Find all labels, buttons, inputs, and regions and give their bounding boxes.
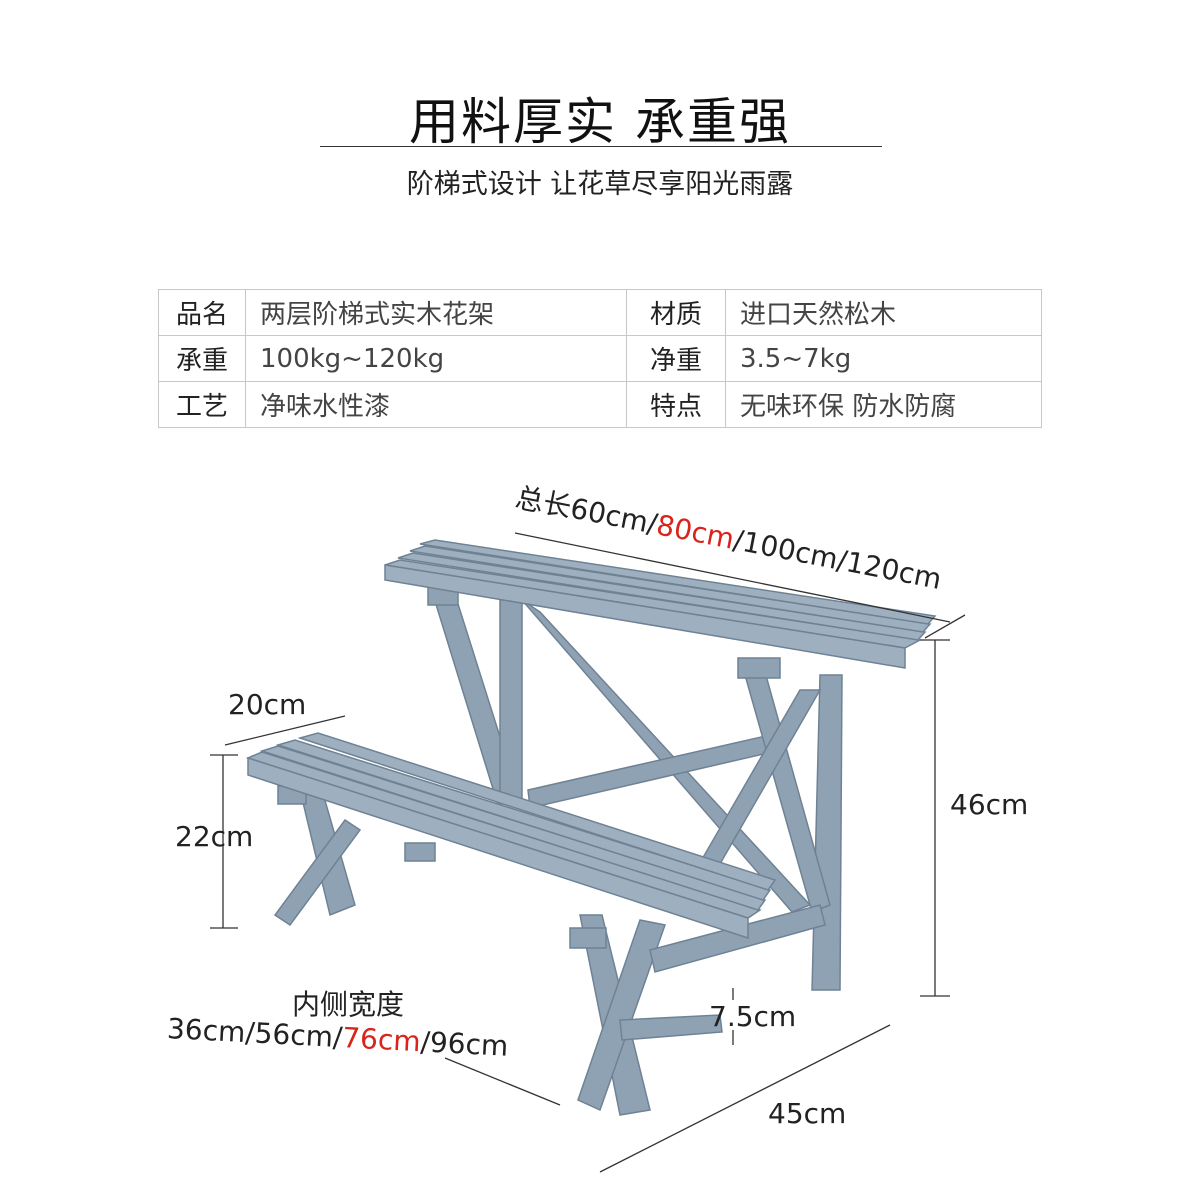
- slat: [419, 539, 937, 625]
- spec-key: 特点: [626, 381, 726, 428]
- dimension-lines: [210, 532, 966, 1173]
- block: [569, 927, 607, 949]
- title-divider: [320, 146, 882, 147]
- inner-width-title: 内侧宽度: [292, 988, 405, 1021]
- block: [737, 657, 781, 679]
- spec-row: 工艺 净味水性漆 特点 无味环保 防水防腐: [158, 381, 1042, 428]
- spec-row: 承重 100kg~120kg 净重 3.5~7kg: [158, 335, 1042, 382]
- inner-suffix: /96cm: [419, 1025, 510, 1063]
- spec-key: 净重: [626, 335, 726, 382]
- block: [404, 842, 436, 862]
- page-subtitle: 阶梯式设计 让花草尽享阳光雨露: [406, 169, 794, 200]
- slat: [259, 745, 767, 911]
- spec-value: 100kg~120kg: [245, 335, 627, 382]
- slat: [297, 732, 777, 891]
- upper-right-leg: [811, 674, 843, 991]
- tick: [924, 614, 966, 639]
- slat: [409, 545, 932, 633]
- total-height-label: 46cm: [950, 788, 1029, 821]
- spec-value: 进口天然松木: [725, 289, 1042, 336]
- lower-slats: [245, 732, 777, 940]
- spec-table: 品名 两层阶梯式实木花架 材质 进口天然松木 承重 100kg~120kg 净重…: [158, 289, 1042, 428]
- upper-slats: [384, 539, 937, 669]
- length-line: [514, 532, 951, 623]
- spec-value: 净味水性漆: [245, 381, 627, 428]
- depth-line: [599, 1024, 891, 1173]
- slat-front: [247, 756, 749, 940]
- lower-left-leg: [273, 818, 362, 927]
- front-rail: [649, 904, 826, 973]
- inner-highlight: 76cm: [341, 1021, 422, 1059]
- page-title: 用料厚实 承重强: [409, 93, 791, 151]
- inner-width-line: [444, 1057, 561, 1106]
- spec-key: 工艺: [158, 381, 246, 428]
- slat-front: [384, 564, 906, 669]
- lower-right-leg: [577, 919, 666, 1112]
- slat: [275, 739, 772, 901]
- spec-row: 品名 两层阶梯式实木花架 材质 进口天然松木: [158, 289, 1042, 336]
- spec-value: 无味环保 防水防腐: [725, 381, 1042, 428]
- bottom-rail: [619, 1014, 723, 1041]
- upper-left-leg: [499, 599, 523, 801]
- spec-value: 两层阶梯式实木花架: [245, 289, 627, 336]
- leg-width-label: 7.5cm: [709, 1000, 797, 1033]
- step-depth-label: 20cm: [228, 688, 307, 721]
- spec-key: 品名: [158, 289, 246, 336]
- spec-value: 3.5~7kg: [725, 335, 1042, 382]
- slat: [397, 552, 927, 641]
- spec-key: 承重: [158, 335, 246, 382]
- step-depth-line: [224, 715, 346, 746]
- depth-label: 45cm: [768, 1097, 847, 1130]
- step-height-label: 22cm: [175, 820, 254, 853]
